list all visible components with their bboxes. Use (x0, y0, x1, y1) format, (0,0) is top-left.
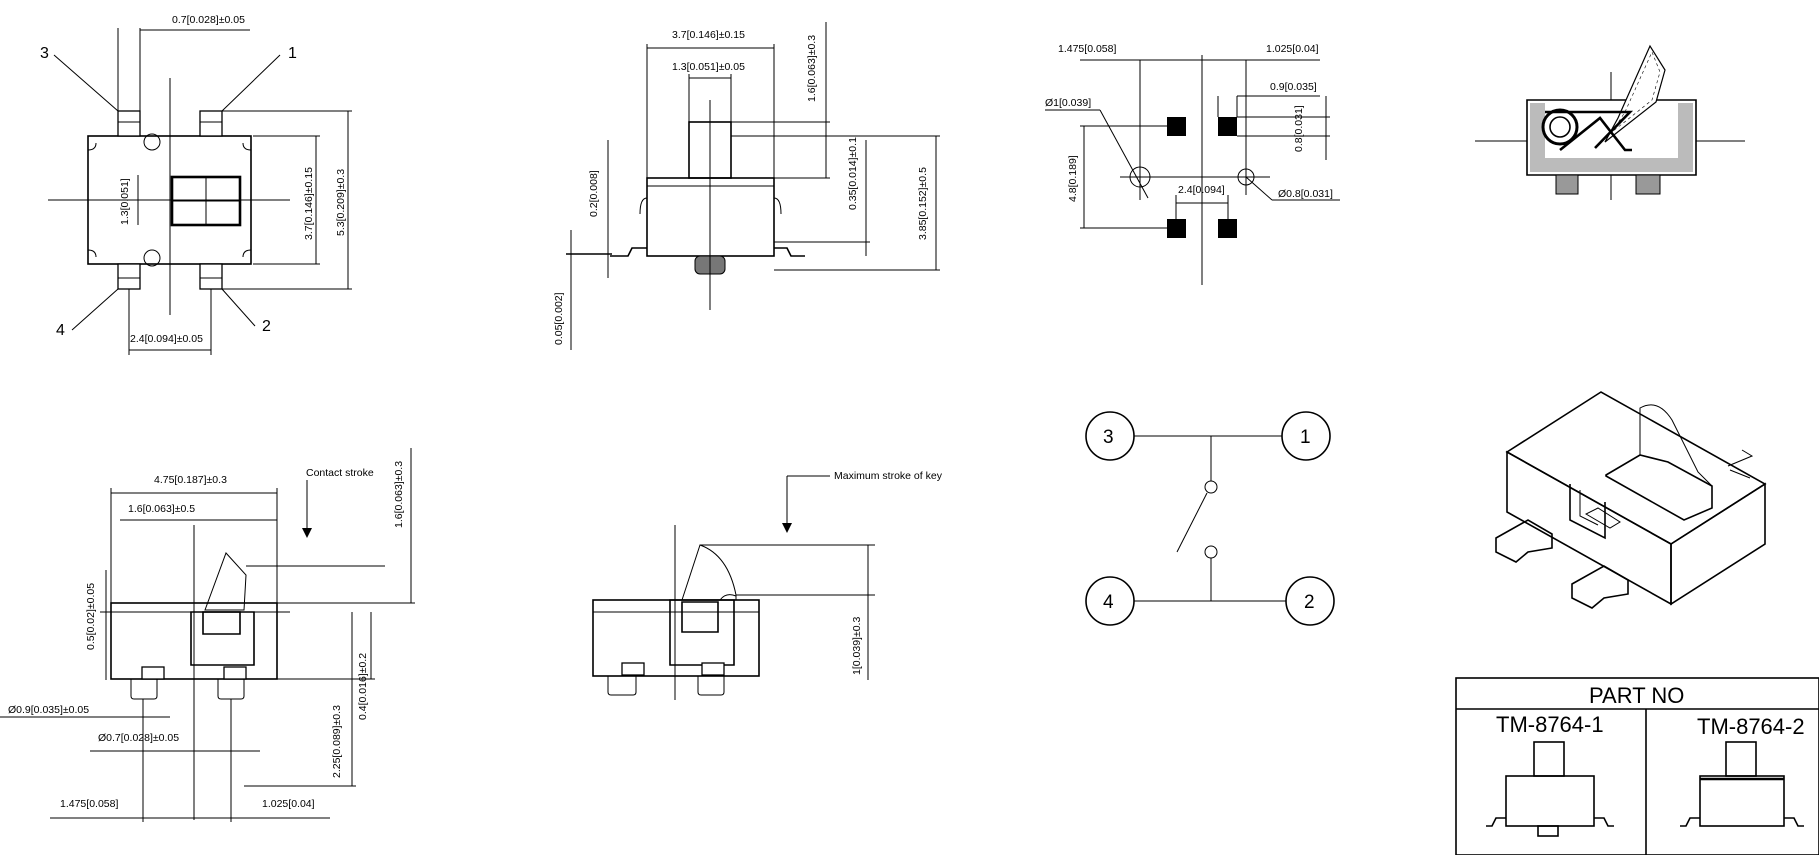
dim-side-offset: 1.6[0.063]±0.5 (128, 503, 195, 515)
dim-pcb-height: 4.8[0.189] (1067, 155, 1079, 202)
part-1-sketch (1486, 741, 1614, 837)
node-1-label: 1 (1300, 427, 1311, 448)
pin-2-label: 2 (262, 318, 271, 335)
pin-4-label: 4 (56, 322, 65, 339)
dim-body-width: 3.7[0.146]±0.15 (672, 29, 745, 41)
max-stroke-label: Maximum stroke of key (834, 470, 943, 482)
part-name-2: TM-8764-2 (1697, 714, 1805, 739)
pin-3-label: 3 (40, 45, 49, 62)
dim-total: 3.85[0.152]±0.5 (917, 167, 929, 240)
pcb-layout: 1.475[0.058] 1.025[0.04] 0.9[0.035] Ø1[0… (1045, 43, 1340, 285)
dim-side-width: 4.75[0.187]±0.3 (154, 474, 227, 486)
dim-pcb-pad: 0.9[0.035] (1270, 81, 1317, 93)
pin-1-label: 1 (288, 45, 297, 62)
dim-button-width: 1.3[0.051]±0.05 (672, 61, 745, 73)
schematic: 3 1 4 2 (1085, 411, 1335, 626)
dim-coplanar: 0.05[0.002] (553, 292, 565, 345)
dim-lever-height: 1.6[0.063]±0.3 (393, 461, 405, 528)
dim-shoulder: 0.35[0.014]±0.1 (847, 137, 859, 210)
dim-pcb-pitch: 2.4[0.094] (1178, 184, 1225, 196)
dim-hole-2: Ø0.8[0.031] (1278, 188, 1333, 200)
dim-peg-2: Ø0.7[0.028]±0.05 (98, 732, 179, 744)
dim-side-body: 0.4[0.016]±0.2 (357, 653, 369, 720)
isometric-view (1495, 391, 1767, 609)
dim-body-height: 3.7[0.146]±0.15 (303, 167, 315, 240)
dim-pcb-right: 1.025[0.04] (1266, 43, 1319, 55)
dim-lead: 0.2[0.008] (588, 170, 600, 217)
part-table-title: PART NO (1589, 683, 1684, 708)
front-view: 3.7[0.146]±0.15 1.3[0.051]±0.05 1.6[0.06… (553, 22, 940, 350)
dim-pcb-pad-h: 0.8[0.031] (1293, 105, 1305, 152)
dim-side-top: 0.5[0.02]±0.05 (85, 583, 97, 650)
dim-pin-pitch: 2.4[0.094]±0.05 (130, 333, 203, 345)
dim-side-right: 1.025[0.04] (262, 798, 315, 810)
top-view: 0.7[0.028]±0.05 3 1 4 2 1.3[0.051] 3.7[0… (40, 14, 352, 355)
part-2-sketch (1680, 741, 1804, 827)
node-3-label: 3 (1103, 427, 1114, 448)
dim-side-left: 1.475[0.058] (60, 798, 118, 810)
dim-total-height: 5.3[0.209]±0.3 (335, 169, 347, 236)
section-view (1475, 44, 1745, 200)
part-name-1: TM-8764-1 (1496, 712, 1604, 737)
contact-stroke-label: Contact stroke (306, 467, 374, 479)
node-2-label: 2 (1304, 592, 1315, 613)
dim-side-height: 2.25[0.089]±0.3 (331, 705, 343, 778)
dim-hole-1: Ø1[0.039] (1045, 97, 1091, 109)
node-4-label: 4 (1103, 592, 1114, 613)
dim-button: 1.3[0.051] (119, 178, 131, 225)
pad-br (1218, 219, 1237, 238)
pad-tl (1167, 117, 1186, 136)
dim-stroke: 1[0.039]±0.3 (851, 617, 863, 675)
dim-button-height: 1.6[0.063]±0.3 (806, 35, 818, 102)
stroke-view: Maximum stroke of key 1[0.039]±0.3 (592, 470, 943, 700)
side-view: 4.75[0.187]±0.3 1.6[0.063]±0.5 Contact s… (0, 448, 415, 822)
dim-peg-1: Ø0.9[0.035]±0.05 (8, 704, 89, 716)
pad-tr (1218, 117, 1237, 136)
part-number-table: PART NO TM-8764-1 TM-8764-2 (1455, 677, 1819, 855)
pad-bl (1167, 219, 1186, 238)
dim-pcb-left: 1.475[0.058] (1058, 43, 1116, 55)
dim-pin-width: 0.7[0.028]±0.05 (172, 14, 245, 26)
